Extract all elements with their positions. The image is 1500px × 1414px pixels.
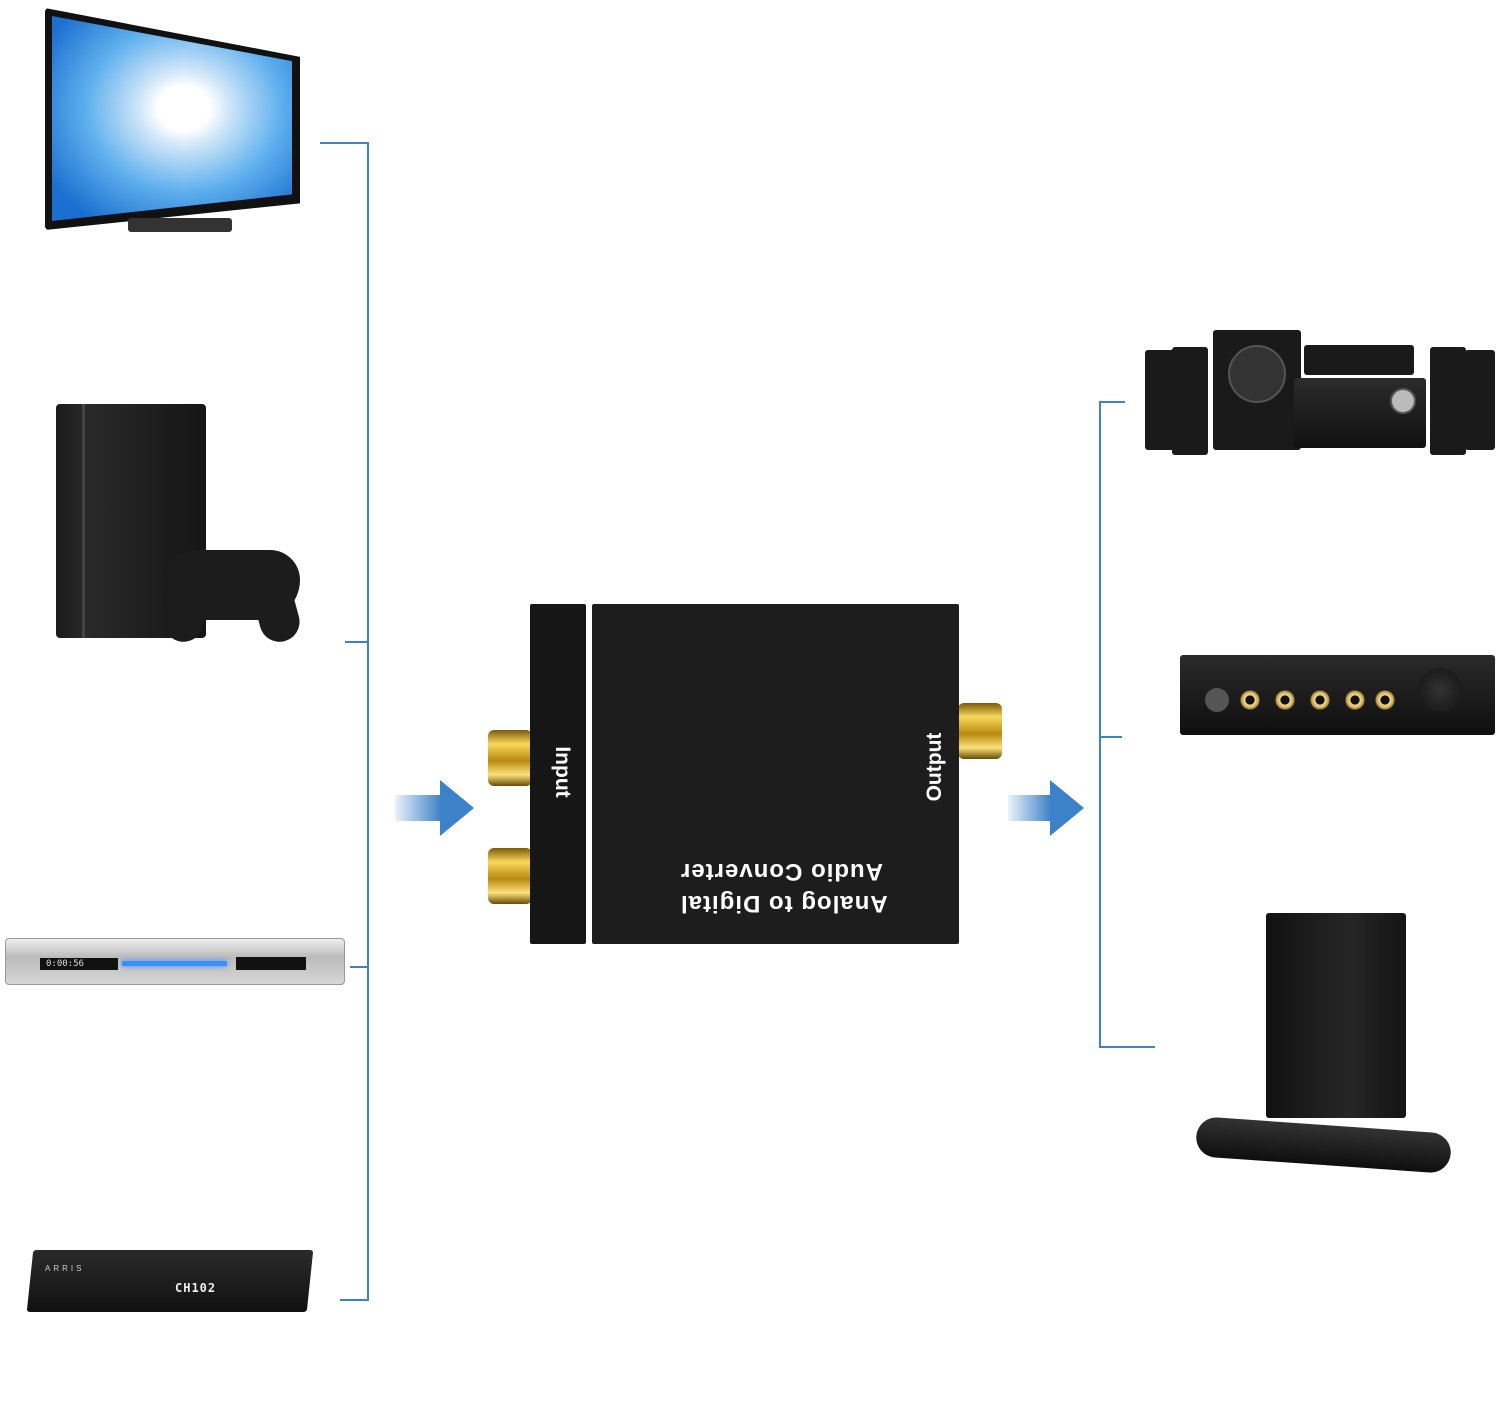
input-label: Input	[551, 746, 574, 798]
rca-input-bottom	[488, 848, 532, 904]
dvd-tray-light	[122, 961, 227, 966]
source-bus-line	[367, 143, 369, 1301]
output-label: Output	[923, 732, 946, 802]
tv-stand	[128, 218, 232, 232]
console-seam	[82, 404, 85, 638]
rca-input-top	[488, 730, 532, 786]
stb-connector	[340, 1299, 369, 1301]
stb-brand: ARRIS	[45, 1264, 85, 1273]
stb-display: CH102	[175, 1281, 217, 1295]
tv-connector	[320, 142, 369, 144]
converter-title-line1: Analog to Digital	[680, 890, 888, 917]
optical-output-port	[958, 703, 1002, 759]
converter-title-line2: Audio Converter	[680, 858, 884, 885]
amp-connector	[1099, 736, 1122, 738]
tv-screen	[52, 16, 292, 221]
stb-body	[26, 1250, 314, 1312]
output-bus-line	[1099, 402, 1101, 1048]
soundbar	[1194, 1116, 1453, 1174]
controller	[165, 550, 300, 620]
dvd-connector	[350, 966, 369, 968]
converter-title: Analog to Digital Audio Converter	[680, 855, 888, 919]
subwoofer	[1266, 913, 1406, 1118]
console-connector	[345, 641, 369, 643]
volume-knob-icon	[1418, 668, 1462, 712]
soundbar-connector	[1099, 1046, 1155, 1048]
dvd-display: 0:00:56	[40, 958, 118, 970]
converter-body	[592, 604, 959, 944]
converter-side-panel	[530, 604, 586, 944]
dvd-buttons	[236, 957, 306, 970]
speakers-connector	[1099, 401, 1125, 403]
